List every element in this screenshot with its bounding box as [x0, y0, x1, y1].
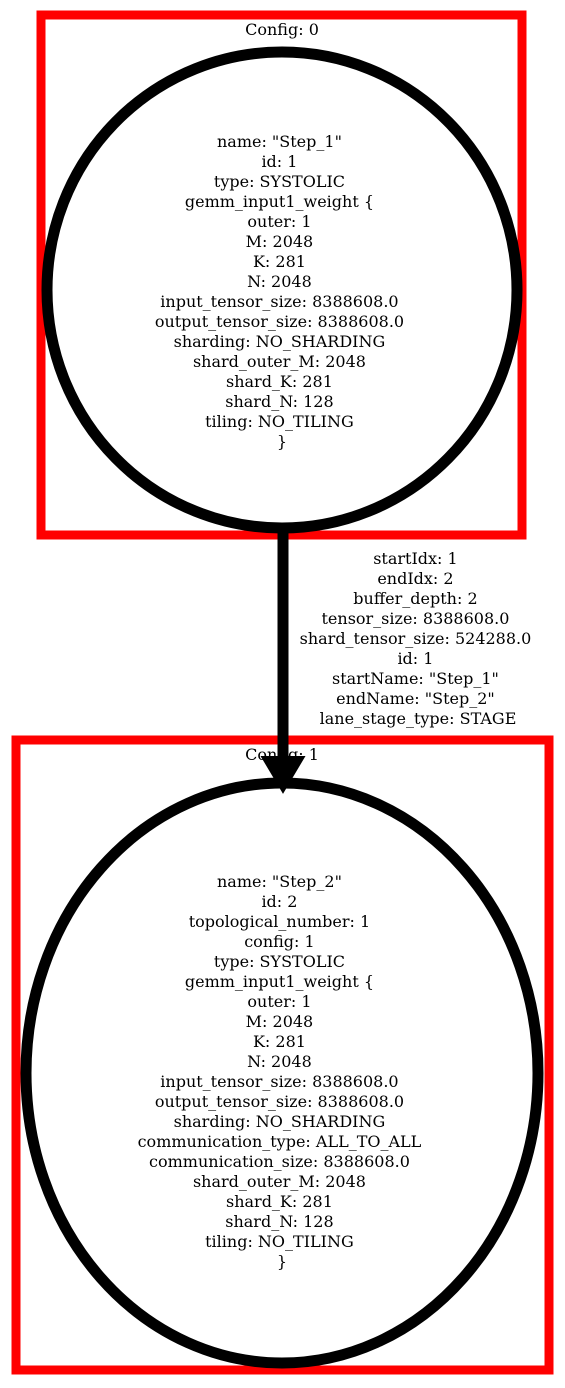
node-step-2-ellipse: [20, 777, 544, 1369]
node-step-1-line: N: 2048: [247, 272, 312, 291]
node-step-2-line: }: [277, 1252, 287, 1271]
node-step-2-line: input_tensor_size: 8388608.0: [160, 1072, 398, 1091]
edge-label-line: tensor_size: 8388608.0: [321, 609, 509, 628]
node-step-2-line: shard_outer_M: 2048: [193, 1172, 366, 1191]
node-step-1-line: }: [277, 432, 287, 451]
node-step-1-line: input_tensor_size: 8388608.0: [160, 292, 398, 311]
node-step-1-line: name: "Step_1": [217, 132, 342, 151]
node-step-1-line: gemm_input1_weight {: [185, 192, 374, 211]
node-step-1-line: shard_outer_M: 2048: [193, 352, 366, 371]
edge-label-line: endName: "Step_2": [336, 689, 495, 708]
edge-label-line: startIdx: 1: [373, 549, 458, 568]
node-step-1-line: outer: 1: [247, 212, 311, 231]
node-step-1-line: K: 281: [253, 252, 306, 271]
node-step-2-line: output_tensor_size: 8388608.0: [155, 1092, 404, 1111]
node-step-2-line: shard_K: 281: [226, 1192, 333, 1211]
node-step-2-line: config: 1: [244, 932, 314, 951]
node-step-2-line: type: SYSTOLIC: [214, 952, 345, 971]
node-step-1-text: name: "Step_1" id: 1 type: SYSTOLIC gemm…: [155, 132, 409, 451]
node-step-2-line: K: 281: [253, 1032, 306, 1051]
node-step-1-line: tiling: NO_TILING: [205, 412, 354, 431]
node-step-2-line: id: 2: [261, 892, 297, 911]
node-step-1-line: id: 1: [261, 152, 297, 171]
edge-label-line: lane_stage_type: STAGE: [320, 709, 517, 728]
edge-arrowhead-icon: [260, 756, 306, 794]
node-step-2-text: name: "Step_2" id: 2 topological_number:…: [138, 872, 427, 1271]
edge-step-1-to-step-2[interactable]: startIdx: 1 endIdx: 2 buffer_depth: 2 te…: [260, 530, 537, 794]
node-step-1-line: shard_N: 128: [225, 392, 333, 411]
edge-label-line: id: 1: [397, 649, 433, 668]
cluster-config-0-label: Config: 0: [245, 20, 319, 39]
edge-label-line: shard_tensor_size: 524288.0: [300, 629, 532, 648]
node-step-1[interactable]: name: "Step_1" id: 1 type: SYSTOLIC gemm…: [41, 46, 523, 534]
node-step-1-ellipse: [41, 46, 523, 534]
node-step-2-line: topological_number: 1: [189, 912, 370, 931]
node-step-2-line: shard_N: 128: [225, 1212, 333, 1231]
node-step-2-line: communication_size: 8388608.0: [149, 1152, 410, 1171]
node-step-2-line: communication_type: ALL_TO_ALL: [138, 1132, 422, 1151]
edge-label: startIdx: 1 endIdx: 2 buffer_depth: 2 te…: [300, 549, 537, 728]
node-step-2[interactable]: name: "Step_2" id: 2 topological_number:…: [20, 777, 544, 1369]
edge-label-line: endIdx: 2: [377, 569, 453, 588]
node-step-2-line: N: 2048: [247, 1052, 312, 1071]
node-step-2-line: M: 2048: [246, 1012, 314, 1031]
node-step-2-line: name: "Step_2": [217, 872, 342, 891]
node-step-1-line: type: SYSTOLIC: [214, 172, 345, 191]
node-step-1-line: M: 2048: [246, 232, 314, 251]
node-step-1-line: sharding: NO_SHARDING: [174, 332, 386, 351]
node-step-2-line: sharding: NO_SHARDING: [174, 1112, 386, 1131]
node-step-1-line: shard_K: 281: [226, 372, 333, 391]
edge-label-line: startName: "Step_1": [332, 669, 499, 688]
node-step-1-line: output_tensor_size: 8388608.0: [155, 312, 404, 331]
edge-label-line: buffer_depth: 2: [353, 589, 477, 608]
node-step-2-line: gemm_input1_weight {: [185, 972, 374, 991]
node-step-2-line: outer: 1: [247, 992, 311, 1011]
node-step-2-line: tiling: NO_TILING: [205, 1232, 354, 1251]
